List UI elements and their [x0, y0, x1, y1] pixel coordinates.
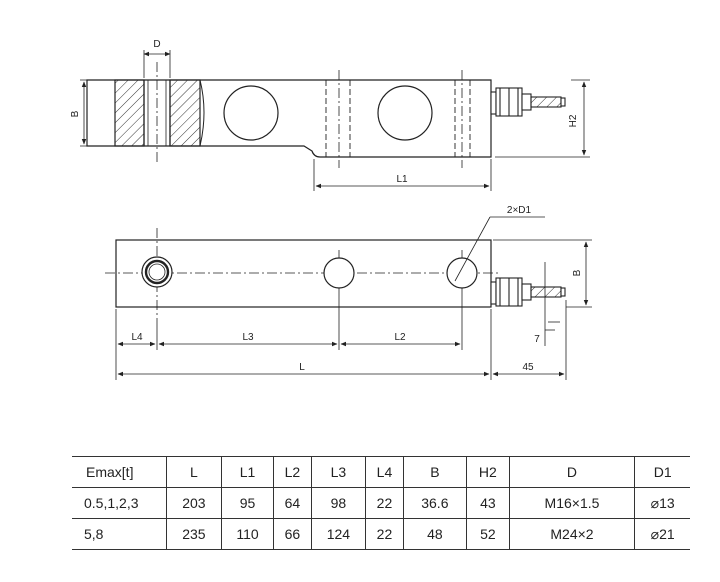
table-header: D1: [634, 456, 690, 488]
top-dimensions: [115, 216, 592, 380]
spec-table: Emax[t] L L1 L2 L3 L4 B H2 D D1 0.5,1,2,…: [72, 456, 690, 550]
label-L2: L2: [394, 332, 406, 343]
label-L4: L4: [131, 332, 143, 343]
cable-connector-front: [490, 87, 566, 117]
label-L: L: [299, 362, 305, 373]
mounting-hole-1: [323, 257, 355, 289]
table-cell: 43: [466, 487, 510, 519]
table-header: L2: [273, 456, 312, 488]
top-body-outline: [115, 239, 492, 308]
label-H2: H2: [568, 114, 579, 127]
gauge-hole-left: [223, 85, 279, 141]
table-cell: 0.5,1,2,3: [84, 495, 139, 511]
label-B-top: B: [70, 110, 81, 117]
label-D: D: [153, 39, 160, 50]
table-cell: 66: [273, 518, 312, 550]
table-cell: 52: [466, 518, 510, 550]
top-view: [105, 228, 500, 318]
front-dimensions: [80, 50, 590, 191]
table-cell: ⌀13: [634, 487, 690, 519]
table-header: L3: [310, 456, 366, 488]
label-2xD1: 2×D1: [507, 205, 532, 216]
table-header: L1: [220, 456, 274, 488]
table-cell: 5,8: [84, 526, 104, 542]
hatched-section-left: [114, 79, 145, 147]
gauge-hole-right: [377, 85, 433, 141]
table-cell: 110: [220, 518, 274, 550]
table-cell: ⌀21: [634, 518, 690, 550]
table-cell: M24×2: [508, 518, 635, 550]
label-7: 7: [534, 334, 540, 345]
table-header: B: [402, 456, 467, 488]
table-cell: 48: [402, 518, 467, 550]
table-header: L: [166, 456, 222, 488]
table-cell: 203: [166, 487, 222, 519]
table-header: H2: [466, 456, 510, 488]
table-cell: 22: [365, 487, 404, 519]
label-L3: L3: [242, 332, 254, 343]
mounting-hole-2: [446, 257, 478, 289]
front-body-outline: [86, 79, 492, 158]
table-header: Emax[t]: [86, 464, 134, 480]
front-view: [86, 62, 492, 168]
table-header: L4: [365, 456, 404, 488]
cable-connector-top: [490, 277, 566, 307]
table-cell: 22: [365, 518, 404, 550]
table-row: 0.5,1,2,3 203 95 64 98 22 36.6 43 M16×1.…: [72, 487, 690, 519]
label-B-side: B: [572, 269, 583, 276]
table-cell: 235: [166, 518, 222, 550]
table-header-row: Emax[t] L L1 L2 L3 L4 B H2 D D1: [72, 456, 690, 488]
label-L1: L1: [396, 174, 408, 185]
table-cell: 98: [310, 487, 366, 519]
table-cell: M16×1.5: [508, 487, 635, 519]
hatched-section-right: [169, 79, 201, 147]
table-cell: 36.6: [402, 487, 467, 519]
table-header: D: [508, 456, 635, 488]
table-cell: 95: [220, 487, 274, 519]
table-cell: 64: [273, 487, 312, 519]
load-cell-drawing: D B H2 L1: [70, 39, 592, 380]
table-cell: 124: [310, 518, 366, 550]
label-45: 45: [522, 362, 534, 373]
table-row: 5,8 235 110 66 124 22 48 52 M24×2 ⌀21: [72, 518, 690, 550]
